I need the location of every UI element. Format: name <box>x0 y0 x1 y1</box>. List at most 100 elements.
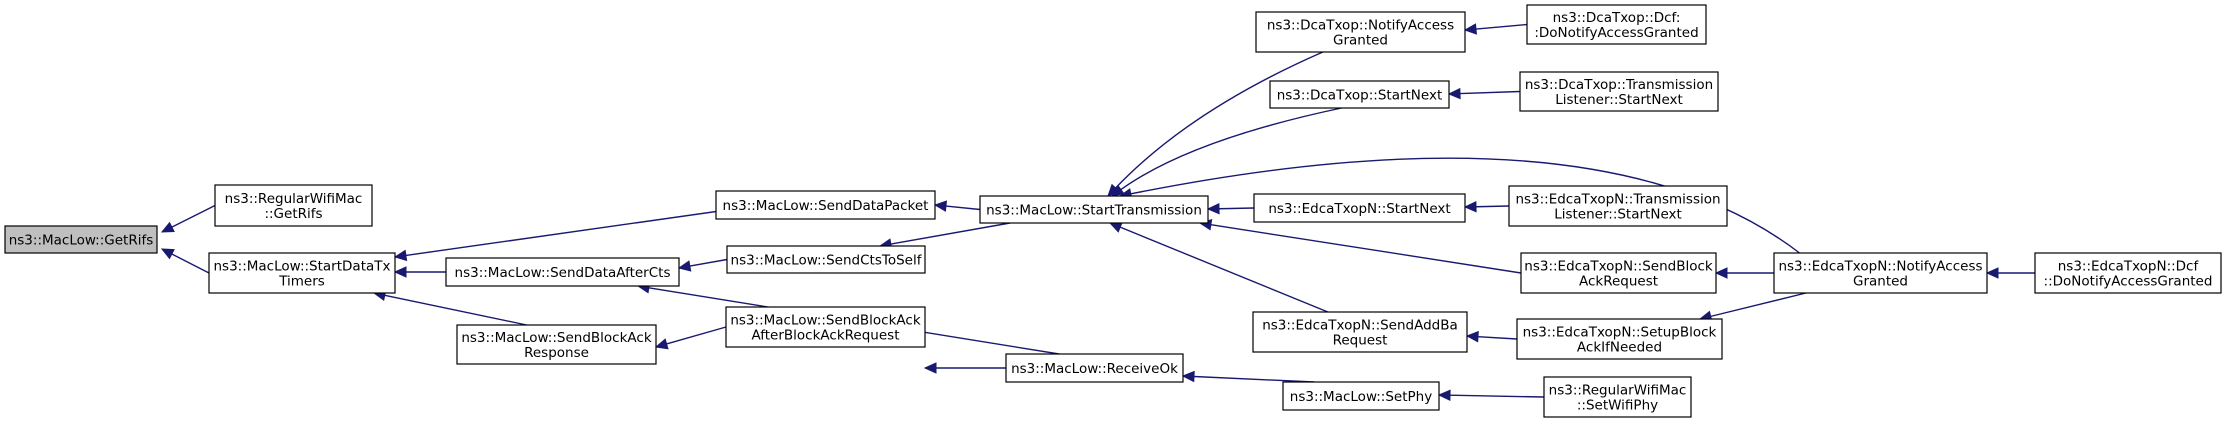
node-sendblockackafterblockackrequest[interactable]: ns3::MacLow::SendBlockAckAfterBlockAckRe… <box>725 306 926 348</box>
edges-layer <box>160 23 2035 401</box>
node-edcatxopn_transmissionlistener_startnext[interactable]: ns3::EdcaTxopN::TransmissionListener::St… <box>1508 185 1728 227</box>
arrowhead-sendblockackafterblockackrequest-to-sendblockackresponse <box>654 338 669 350</box>
arrowhead-regularwifimac_setwifiphy-to-setphy <box>1437 389 1451 401</box>
node-label-line: ::SetWifiPhy <box>1577 398 1658 414</box>
node-label-line: ns3::EdcaTxopN::Dcf <box>2058 259 2200 275</box>
node-box <box>1516 318 1723 360</box>
node-setphy[interactable]: ns3::MacLow::SetPhy <box>1282 381 1440 411</box>
node-box <box>979 195 1209 224</box>
edge-edcatxopn_sendaddbarequest-to-starttransmission <box>1119 226 1329 313</box>
node-dcatxop_notifyaccessgranted[interactable]: ns3::DcaTxop::NotifyAccessGranted <box>1255 11 1466 53</box>
arrowhead-edcatxopn_startnext-to-starttransmission <box>1206 202 1220 215</box>
node-box <box>715 190 936 220</box>
edge-regularwifimac_setwifiphy-to-setphy <box>1449 394 1545 398</box>
node-senddatapacket[interactable]: ns3::MacLow::SendDataPacket <box>715 190 936 220</box>
arrowhead-dcatxop_transmissionlistener_startnext-to-dcatxop_startnext <box>1447 87 1461 100</box>
node-edcatxopn_dcf_donotifyaccessgranted[interactable]: ns3::EdcaTxopN::Dcf::DoNotifyAccessGrant… <box>2034 252 2222 294</box>
node-box <box>445 257 680 287</box>
node-label-line: Request <box>1333 333 1388 349</box>
node-label-line: Listener::StartNext <box>1555 92 1683 108</box>
node-box <box>1253 193 1466 223</box>
node-label-line: ns3::MacLow::ReceiveOk <box>1011 361 1178 377</box>
arrowhead-sendctstoself-to-senddataafterCts <box>677 260 692 272</box>
arrowhead-edcatxopn_transmissionlistener_startnext-to-edcatxopn_startnext <box>1463 200 1477 213</box>
node-box <box>1543 376 1692 418</box>
node-box <box>214 184 373 227</box>
node-dcf_donotifyaccessgranted[interactable]: ns3::DcaTxop::Dcf::DoNotifyAccessGranted <box>1526 4 1707 45</box>
node-edcatxopn_startnext[interactable]: ns3::EdcaTxopN::StartNext <box>1253 193 1466 223</box>
arrowhead-receiveok-to-sendblockackafterblockackrequest <box>923 362 937 374</box>
arrowhead-setphy-to-receiveok <box>1181 370 1195 383</box>
node-starttransmission[interactable]: ns3::MacLow::StartTransmission <box>979 195 1209 224</box>
arrowhead-edcatxopn_notifyaccessgranted-to-edcatxopn_sendblockackrequest <box>1714 267 1728 279</box>
edge-starttransmission-to-sendctstoself <box>890 222 1011 245</box>
edge-starttransmission-to-senddatapacket <box>945 205 981 211</box>
node-label-line: :DoNotifyAccessGranted <box>1534 25 1698 41</box>
arrowhead-startdatatxtimers-to-getrifs <box>160 248 175 260</box>
edge-dcatxop_startnext-to-starttransmission <box>1120 107 1342 191</box>
node-box <box>726 245 926 274</box>
arrowhead-edcatxopn_setupblockackifneeded-to-edcatxopn_sendaddbarequest <box>1465 330 1479 343</box>
node-label-line: ::DoNotifyAccessGranted <box>2044 274 2213 290</box>
node-edcatxopn_notifyaccessgranted[interactable]: ns3::EdcaTxopN::NotifyAccessGranted <box>1773 252 1988 294</box>
edge-setphy-to-receiveok <box>1193 375 1315 383</box>
node-label-line: ns3::DcaTxop::NotifyAccess <box>1267 18 1454 34</box>
node-label-line: AckRequest <box>1579 274 1658 290</box>
edge-edcatxopn_transmissionlistener_startnext-to-edcatxopn_startnext <box>1475 205 1510 208</box>
node-label-line: ns3::EdcaTxopN::Transmission <box>1515 192 1720 208</box>
arrowhead-senddataafterCts-to-startdatatxtimers <box>393 266 407 278</box>
edge-edcatxopn_startnext-to-starttransmission <box>1218 207 1255 210</box>
edge-edcatxopn_setupblockackifneeded-to-edcatxopn_sendaddbarequest <box>1477 335 1518 340</box>
node-label-line: ns3::DcaTxop::StartNext <box>1277 88 1443 104</box>
node-sendctstoself[interactable]: ns3::MacLow::SendCtsToSelf <box>726 245 926 274</box>
node-box <box>456 324 657 365</box>
node-regularwifimac_getrifs[interactable]: ns3::RegularWifiMac::GetRifs <box>214 184 373 227</box>
edge-sendctstoself-to-senddataafterCts <box>689 258 728 267</box>
node-label-line: ns3::EdcaTxopN::SetupBlock <box>1523 325 1717 341</box>
node-label-line: ns3::MacLow::StartTransmission <box>986 203 1202 219</box>
node-label-line: Listener::StartNext <box>1554 207 1682 223</box>
node-box <box>725 306 926 348</box>
node-label-line: AfterBlockAckRequest <box>751 328 899 344</box>
node-receiveok[interactable]: ns3::MacLow::ReceiveOk <box>1005 353 1184 383</box>
node-box <box>1526 4 1707 45</box>
node-label-line: ns3::MacLow::SendCtsToSelf <box>731 253 923 269</box>
arrowhead-senddatapacket-to-startdatatxtimers <box>393 249 408 262</box>
edge-dcatxop_transmissionlistener_startnext-to-dcatxop_startnext <box>1459 90 1521 95</box>
node-dcatxop_transmissionlistener_startnext[interactable]: ns3::DcaTxop::TransmissionListener::Star… <box>1519 71 1719 112</box>
node-label-line: ns3::MacLow::SendBlockAck <box>461 330 651 346</box>
arrowhead-edcatxopn_dcf_donotifyaccessgranted-to-edcatxopn_notifyaccessgranted <box>1985 267 1999 279</box>
node-label-line: ns3::MacLow::SendDataPacket <box>723 198 929 214</box>
node-label-line: Granted <box>1853 274 1908 290</box>
node-box <box>1255 11 1466 53</box>
edge-sendblockackafterblockackrequest-to-sendblockackresponse <box>666 326 727 345</box>
edge-edcatxopn_notifyaccessgranted-to-edcatxopn_setupblockackifneeded <box>1710 292 1807 318</box>
node-label-line: ns3::MacLow::SendBlockAck <box>730 313 920 329</box>
node-getrifs[interactable]: ns3::MacLow::GetRifs <box>4 225 158 254</box>
node-label-line: ns3::DcaTxop::Dcf: <box>1553 10 1681 26</box>
node-regularwifimac_setwifiphy[interactable]: ns3::RegularWifiMac::SetWifiPhy <box>1543 376 1692 418</box>
node-senddataafterCts[interactable]: ns3::MacLow::SendDataAfterCts <box>445 257 680 287</box>
node-label-line: ns3::MacLow::SendDataAfterCts <box>455 265 671 281</box>
node-box <box>208 252 396 294</box>
node-dcatxop_startnext[interactable]: ns3::DcaTxop::StartNext <box>1269 80 1450 109</box>
edge-dcf_donotifyaccessgranted-to-dcatxop_notifyaccessgranted <box>1475 23 1528 30</box>
nodes-layer: ns3::MacLow::GetRifsns3::RegularWifiMac:… <box>4 4 2222 418</box>
arrowhead-dcf_donotifyaccessgranted-to-dcatxop_notifyaccessgranted <box>1463 23 1477 35</box>
edge-startdatatxtimers-to-getrifs <box>171 253 210 274</box>
node-box <box>1005 353 1184 383</box>
node-box <box>1252 311 1468 353</box>
arrowhead-regularwifimac_getrifs-to-getrifs <box>160 221 175 233</box>
node-box <box>1519 71 1719 112</box>
node-label-line: Granted <box>1333 33 1388 49</box>
node-label-line: AckIfNeeded <box>1577 340 1662 356</box>
node-label-line: ns3::MacLow::GetRifs <box>9 233 154 249</box>
edge-edcatxopn_sendblockackrequest-to-starttransmission <box>1210 224 1522 274</box>
node-label-line: ns3::RegularWifiMac <box>225 191 363 207</box>
